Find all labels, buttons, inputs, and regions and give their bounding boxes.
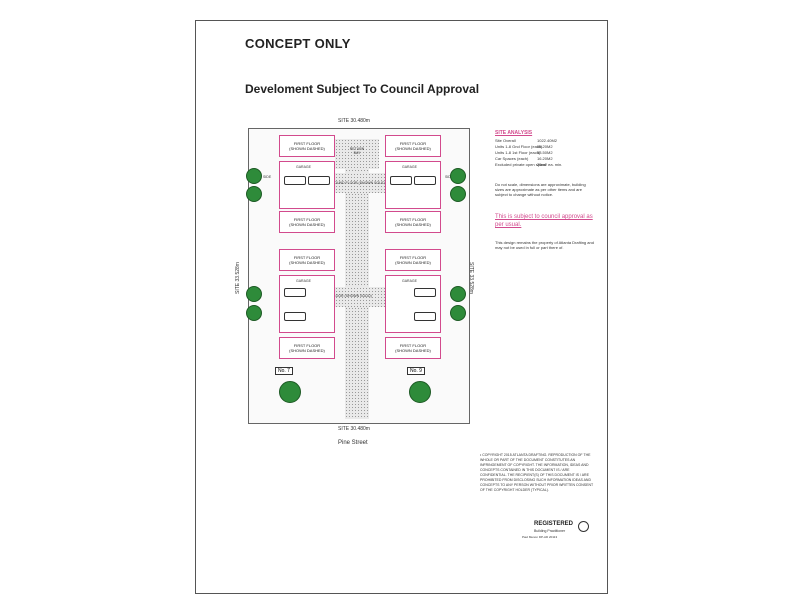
copyright-notice: • COPYRIGHT 2015 ATLANTA DRAFTING. REPRO… [480, 453, 594, 492]
tree-icon [246, 168, 262, 184]
page-subtitle: Develoment Subject To Council Approval [245, 82, 480, 96]
car-icon [414, 288, 436, 297]
shown-dashed-label: (SHOWN DASHED) [395, 146, 431, 151]
site-dimension-top: SITE 30.480m [338, 118, 370, 124]
shown-dashed-label: (SHOWN DASHED) [289, 348, 325, 353]
car-icon [390, 176, 412, 185]
house-number-9: No. 9 [407, 367, 425, 375]
first-floor-label: FIRST FLOOR [293, 343, 321, 348]
unit-6-first-floor: FIRST FLOOR (SHOWN DASHED) [385, 211, 441, 233]
street-label: Pine Street [338, 440, 368, 446]
house-number-7: No. 7 [275, 367, 293, 375]
first-floor-label: FIRST FLOOR [399, 217, 427, 222]
tree-icon [450, 286, 466, 302]
garage-right-mid: GARAGE [385, 275, 441, 333]
tree-icon [246, 286, 262, 302]
first-floor-label: FIRST FLOOR [293, 217, 321, 222]
analysis-value: 25m2 ea. min. [537, 162, 563, 167]
first-floor-label: FIRST FLOOR [399, 343, 427, 348]
site-plan: RETURN BAY GROUND FLOOR (SHOWN SOLID) GR… [248, 128, 470, 424]
site-dimension-bottom: SITE 30.480m [338, 426, 370, 432]
unit-5-first-floor: FIRST FLOOR (SHOWN DASHED) [385, 135, 441, 157]
garage-label: GARAGE [402, 279, 417, 283]
analysis-value: 55.20M2 [537, 144, 553, 149]
car-icon [284, 176, 306, 185]
tree-icon [409, 381, 431, 403]
garage-label: GARAGE [296, 279, 311, 283]
side-label: SIDE [263, 175, 272, 179]
car-icon [284, 312, 306, 321]
site-analysis-title: SITE ANALYSIS [495, 130, 533, 136]
tree-icon [279, 381, 301, 403]
unit-7-first-floor: FIRST FLOOR (SHOWN DASHED) [385, 249, 441, 271]
site-dimension-left: SITE 33.528m [234, 262, 241, 294]
shown-dashed-label: (SHOWN DASHED) [289, 146, 325, 151]
first-floor-label: FIRST FLOOR [293, 141, 321, 146]
analysis-label: Units 1-8 Gnd Floor (each) [495, 144, 543, 149]
tree-icon [450, 186, 466, 202]
registered-seal-icon [578, 521, 589, 532]
return-bay [335, 139, 379, 169]
tree-icon [246, 305, 262, 321]
shown-dashed-label: (SHOWN DASHED) [289, 260, 325, 265]
shown-dashed-label: (SHOWN DASHED) [289, 222, 325, 227]
first-floor-label: FIRST FLOOR [399, 141, 427, 146]
unit-2-first-floor: FIRST FLOOR (SHOWN DASHED) [279, 211, 335, 233]
car-icon [308, 176, 330, 185]
return-bay-label: RETURN BAY [349, 147, 365, 155]
property-note: This design remains the property of Atla… [495, 240, 594, 250]
analysis-label: Units 1-8 1st Floor (each) [495, 150, 541, 155]
shown-dashed-label: (SHOWN DASHED) [395, 348, 431, 353]
garage-right-top: GARAGE [385, 161, 441, 209]
scale-note: Do not scale, dimensions are approximate… [495, 182, 586, 197]
side-label: SIDE [445, 175, 453, 179]
tree-icon [246, 186, 262, 202]
unit-8-first-floor: FIRST FLOOR (SHOWN DASHED) [385, 337, 441, 359]
registered-subtitle: Building Practitioner [534, 529, 566, 533]
ground-floor-label-top: GROUND FLOOR (SHOWN SOLID) [329, 181, 386, 185]
car-icon [414, 312, 436, 321]
tree-icon [450, 168, 466, 184]
first-floor-label: FIRST FLOOR [399, 255, 427, 260]
shown-dashed-label: (SHOWN DASHED) [395, 260, 431, 265]
car-icon [284, 288, 306, 297]
registered-title: REGISTERED [534, 521, 574, 527]
analysis-label: Car Spaces (each) [495, 156, 529, 161]
analysis-label: Site Overall [495, 138, 516, 143]
analysis-value: 16.20M2 [537, 156, 553, 161]
analysis-value: 1022.40M2 [537, 138, 558, 143]
page-title: CONCEPT ONLY [245, 36, 351, 51]
unit-3-first-floor: FIRST FLOOR (SHOWN DASHED) [279, 249, 335, 271]
unit-1-first-floor: FIRST FLOOR (SHOWN DASHED) [279, 135, 335, 157]
ground-floor-label-mid: GROUND FLOOR (SHOWN SOLID) [315, 294, 372, 298]
first-floor-label: FIRST FLOOR [293, 255, 321, 260]
garage-left-top: GARAGE [279, 161, 335, 209]
registered-id: Paul Menon DP-AD 20113 [522, 535, 558, 539]
garage-label: GARAGE [296, 165, 311, 169]
shown-dashed-label: (SHOWN DASHED) [395, 222, 431, 227]
analysis-value: 53.50M2 [537, 150, 553, 155]
garage-label: GARAGE [402, 165, 417, 169]
approval-note: This is subject to council approval as p… [495, 214, 593, 228]
tree-icon [450, 305, 466, 321]
garage-left-mid: GARAGE [279, 275, 335, 333]
car-icon [414, 176, 436, 185]
analysis-label: Excluded private open space [495, 162, 547, 167]
unit-4-first-floor: FIRST FLOOR (SHOWN DASHED) [279, 337, 335, 359]
